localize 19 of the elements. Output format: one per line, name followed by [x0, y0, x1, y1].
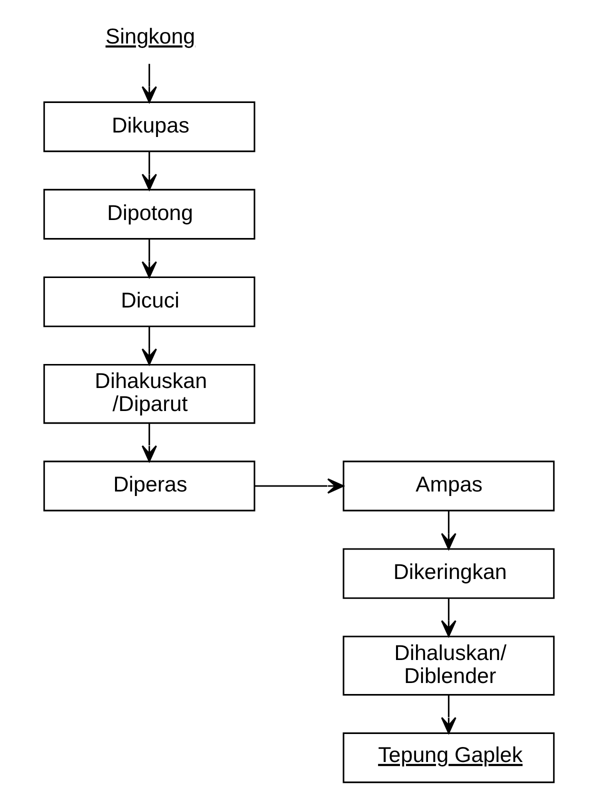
node-box: Tepung Gaplek — [342, 732, 554, 784]
arrow — [141, 423, 156, 462]
arrow — [141, 238, 156, 278]
arrow — [254, 478, 344, 494]
node-box: Dihakuskan /Diparut — [42, 364, 255, 424]
arrow — [141, 151, 156, 190]
node-box: Dikupas — [42, 101, 255, 152]
arrow — [440, 510, 456, 550]
arrow — [440, 694, 456, 734]
arrow — [141, 326, 156, 366]
node-box: Diperas — [42, 460, 255, 512]
node-text: Singkong — [105, 24, 195, 48]
node-box: Dikeringkan — [342, 548, 554, 599]
node-box: Dihaluskan/ Diblender — [342, 636, 554, 696]
node-box: Dipotong — [42, 188, 255, 240]
arrow — [440, 598, 456, 637]
node-box: Dicuci — [42, 276, 255, 328]
arrow — [141, 64, 156, 103]
node-box: Ampas — [342, 460, 554, 512]
